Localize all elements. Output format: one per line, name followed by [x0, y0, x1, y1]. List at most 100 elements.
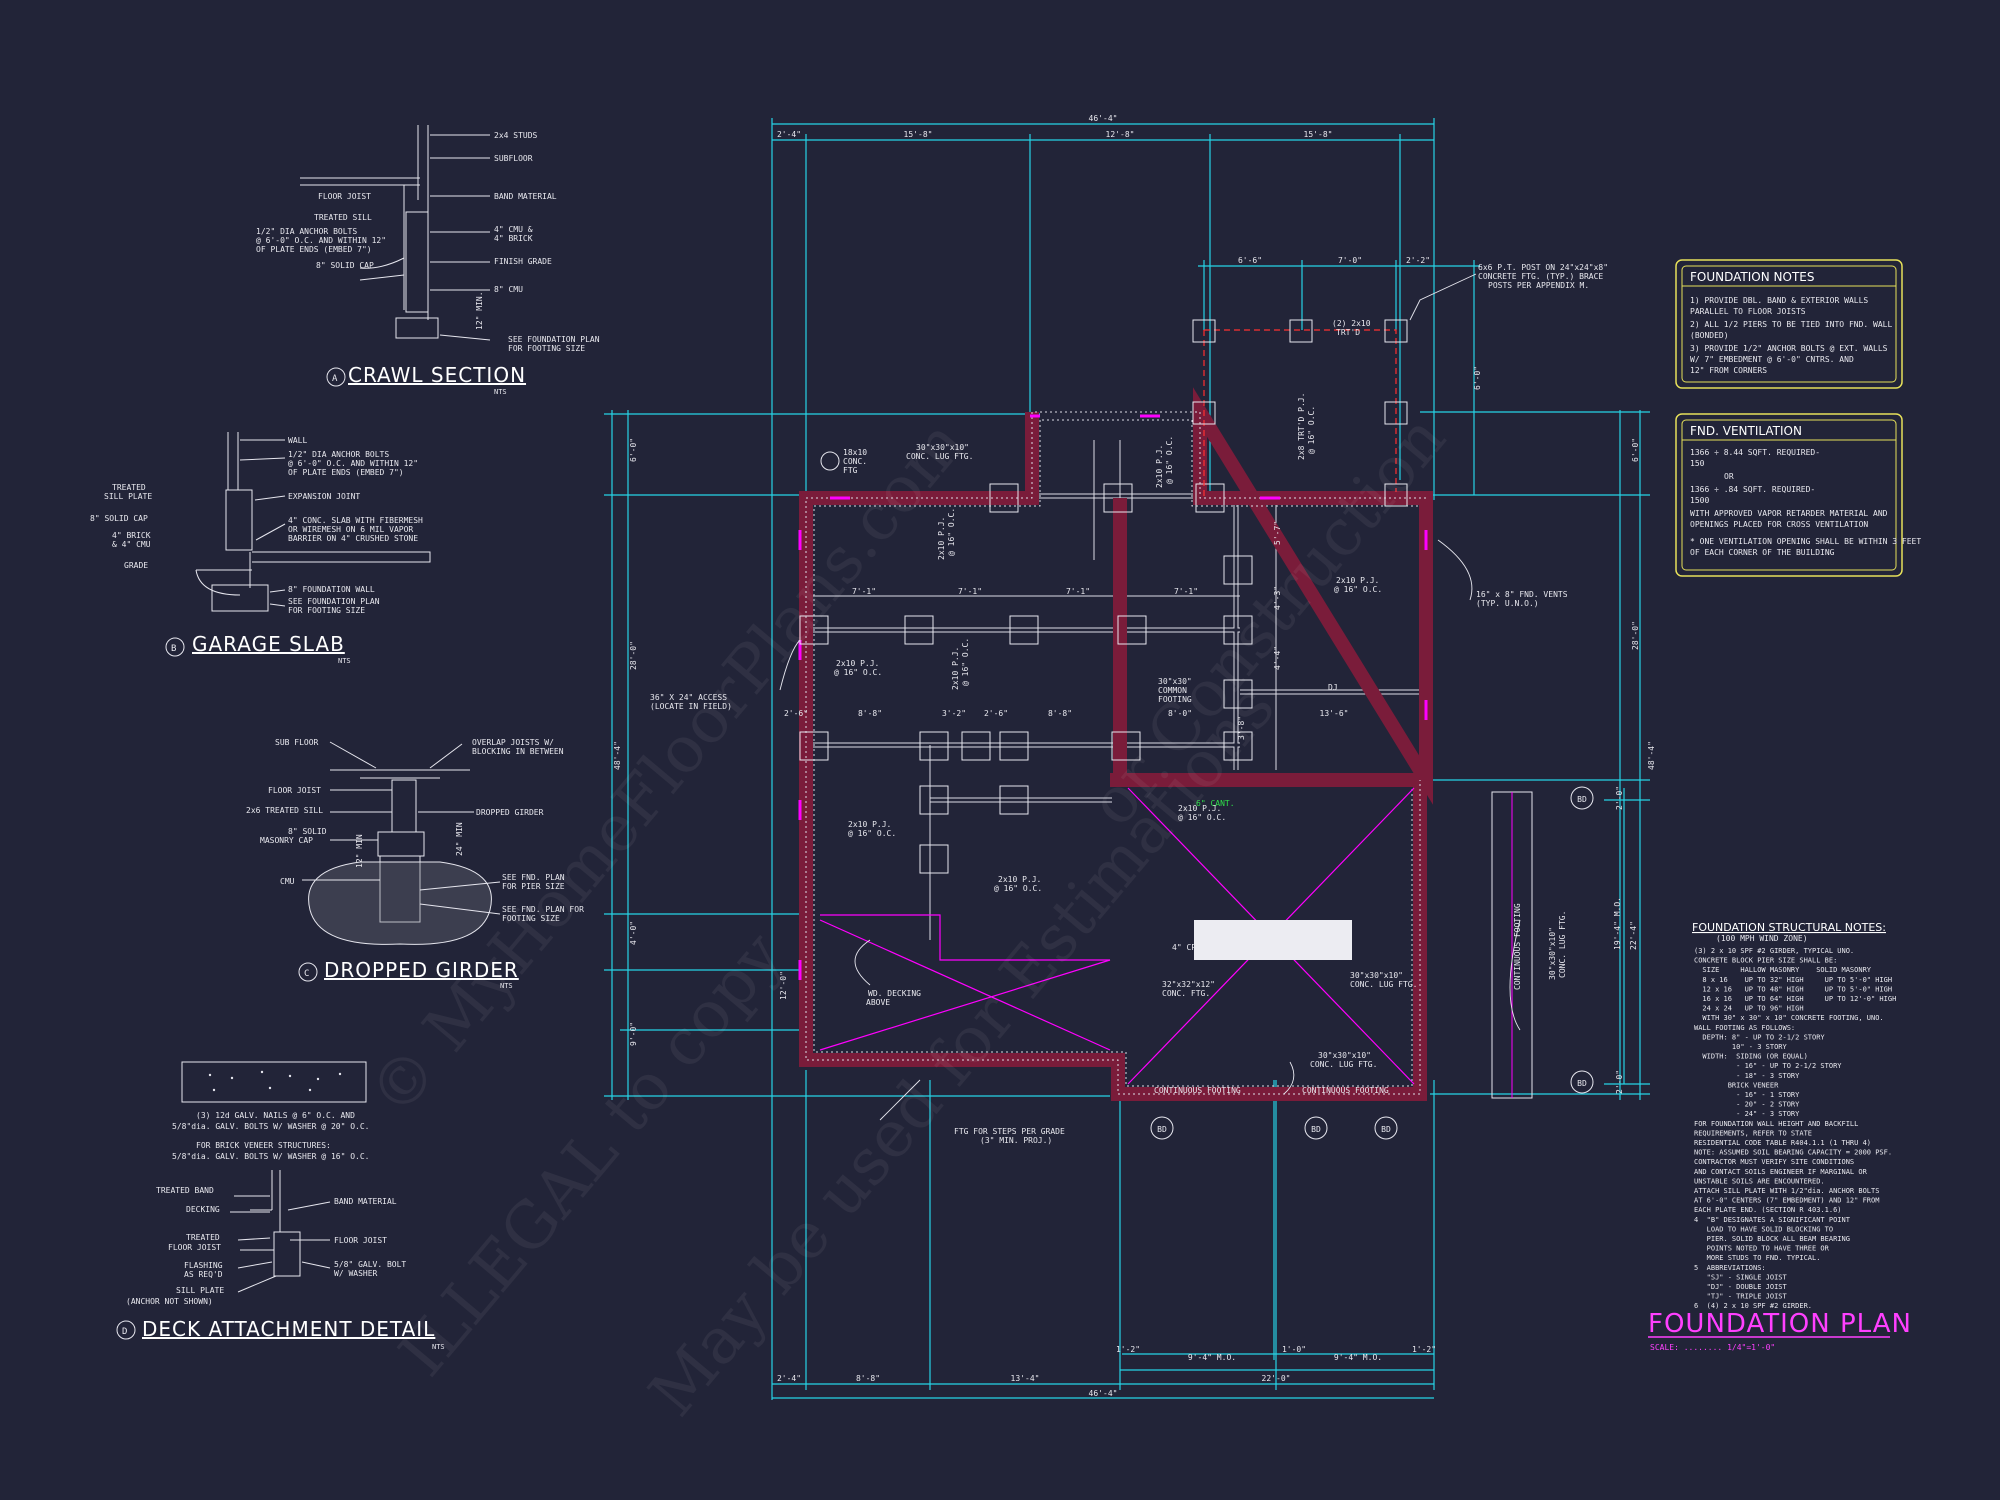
structural-note-line: PIER. SOLID BLOCK ALL BEAM BEARING	[1694, 1235, 1850, 1243]
dim-grid-1c: 7'-1"	[1066, 587, 1090, 596]
crawl-detail-title: CRAWL SECTION	[348, 363, 526, 387]
crawl-label-min: 12" MIN.	[475, 291, 484, 330]
garage-label-sill-plate: SILL PLATE	[104, 492, 152, 501]
crawl-label-anchor-3: OF PLATE ENDS (EMBED 7")	[256, 245, 372, 254]
foundation-notes-title: FOUNDATION NOTES	[1690, 270, 1814, 284]
note-pj-a: 2x10 P.J.	[1155, 445, 1164, 488]
ventilation-note: 1366 ÷ .84 SQFT. REQUIRED-	[1690, 485, 1815, 494]
crawl-detail-nts: NTS	[494, 388, 507, 396]
dim-left-2: 28'-0"	[629, 641, 638, 670]
note-side-cont: CONTINUOUS FOOTING	[1513, 903, 1522, 990]
structural-note-line: WALL FOOTING AS FOLLOWS:	[1694, 1024, 1795, 1032]
garage-label-wall: WALL	[288, 436, 307, 445]
dim-left-overall: 48'-4"	[613, 741, 622, 770]
girder-label-sill: 2x6 TREATED SILL	[246, 806, 323, 815]
detail-deck-attachment: (3) 12d GALV. NAILS @ 6" O.C. AND 5/8"di…	[116, 1061, 445, 1351]
note-18x10-2: CONC.	[843, 457, 867, 466]
structural-note-line: UNSTABLE SOILS ARE ENCOUNTERED.	[1694, 1177, 1825, 1185]
detail-crawl-section: 2x4 STUDS SUBFLOOR FLOOR JOIST BAND MATE…	[256, 125, 600, 396]
note-pj-b2: @ 16" O.C.	[1334, 585, 1382, 594]
note-pj-b: 2x10 P.J.	[1336, 576, 1379, 585]
deck-label-flashing: FLASHING	[184, 1261, 223, 1270]
dim-right-5: 2'-0"	[1615, 786, 1624, 810]
crawl-label-see-plan-1: SEE FOUNDATION PLAN	[508, 335, 600, 344]
note-steps-2: (3" MIN. PROJ.)	[980, 1136, 1052, 1145]
girder-label-solid: 8" SOLID	[288, 827, 327, 836]
structural-note-line: AT 6'-0" CENTERS (7" EMBEDMENT) AND 12" …	[1694, 1197, 1879, 1205]
garage-label-treated: TREATED	[112, 483, 146, 492]
foundation-piers	[799, 483, 1253, 874]
dim-right-3: 28'-0"	[1631, 621, 1640, 650]
note-access-1: 36" X 24" ACCESS	[650, 693, 727, 702]
foundation-vents	[798, 414, 1428, 980]
deck-label-as-reqd: AS REQ'D	[184, 1270, 223, 1279]
note-side-lug-1: 30"x30"x10"	[1548, 927, 1557, 980]
girder-label-12-min: 12" MIN	[355, 834, 364, 868]
dim-top-3: 12'-8"	[1106, 130, 1135, 139]
side-lug-footing	[1491, 791, 1533, 1099]
girder-label-24-min: 24" MIN	[455, 822, 464, 856]
dim-grid-8: 8'-0"	[1168, 709, 1192, 718]
garage-label-brick: 4" BRICK	[112, 531, 151, 540]
dim-garage-2: 9'-4" M.O.	[1188, 1353, 1236, 1362]
note-wd-decking-1: WD. DECKING	[868, 989, 921, 998]
dim-grid-6: 8'-8"	[1048, 709, 1072, 718]
note-pj-c: 2x10 P.J.	[836, 659, 879, 668]
deck-label-decking: DECKING	[186, 1205, 220, 1214]
garage-label-cmu: & 4" CMU	[112, 540, 151, 549]
dim-deck-2: 7'-0"	[1338, 256, 1362, 265]
structural-note-line: - 18" - 3 STORY	[1694, 1072, 1800, 1080]
girder-label-subfloor: SUB FLOOR	[275, 738, 319, 747]
garage-label-anchor-3: OF PLATE ENDS (EMBED 7")	[288, 468, 404, 477]
structural-note-line: CONCRETE BLOCK PIER SIZE SHALL BE:	[1694, 957, 1837, 965]
garage-label-expansion: EXPANSION JOINT	[288, 492, 360, 501]
garage-detail-title: GARAGE SLAB	[192, 632, 345, 656]
dim-right-8: 2'-0"	[1615, 1070, 1624, 1094]
structural-note-line: "DJ" - DOUBLE JOIST	[1694, 1283, 1788, 1291]
deck-label-treated-joist: FLOOR JOIST	[168, 1243, 221, 1252]
copyright-watermark: © MyHomeFloorPlans.com ILLEGAL to copy M…	[356, 402, 1461, 1431]
girder-label-floor-joist: FLOOR JOIST	[268, 786, 321, 795]
structural-note-line: - 20" - 2 STORY	[1694, 1101, 1800, 1109]
plan-scale: SCALE: ........ 1/4"=1'-0"	[1650, 1343, 1775, 1352]
dim-left-5: 9'-0"	[629, 1022, 638, 1046]
dim-left-4: 12'-0"	[779, 971, 788, 1000]
crawl-label-band: BAND MATERIAL	[494, 192, 557, 201]
structural-note-line: CONTRACTOR MUST VERIFY SITE CONDITIONS	[1694, 1158, 1854, 1166]
note-pj-e2: @ 16" O.C.	[961, 638, 970, 686]
garage-detail-letter: B	[171, 644, 177, 654]
deck-label-washer: W/ WASHER	[334, 1269, 378, 1278]
dim-right-6: 19'-4" M.O.	[1613, 897, 1622, 950]
garage-label-slab-2: OR WIREMESH ON 6 MIL VAPOR	[288, 525, 413, 534]
deck-detail-bubble	[116, 1320, 136, 1340]
garage-label-slab-3: BARRIER ON 4" CRUSHED STONE	[288, 534, 418, 543]
dim-grid-3: 8'-8"	[858, 709, 882, 718]
foundation-note: PARALLEL TO FLOOR JOISTS	[1690, 307, 1806, 316]
girder-label-dropped: DROPPED GIRDER	[476, 808, 544, 817]
note-cont-ftg-2: CONTINUOUS FOOTING	[1302, 1086, 1389, 1095]
dim-right-2: 6'-0"	[1473, 366, 1482, 390]
dim-right-7: 22'-4"	[1629, 921, 1638, 950]
detail-garage-slab: WALL 1/2" DIA ANCHOR BOLTS @ 6'-0" O.C. …	[90, 432, 431, 665]
structural-note-line: LOAD TO HAVE SOLID BLOCKING TO	[1694, 1225, 1833, 1233]
structural-note-line: 8 x 16 UP TO 32" HIGH UP TO 5'-0" HIGH	[1694, 976, 1892, 984]
ventilation-notes-box: FND. VENTILATION 1366 ÷ 8.44 SQFT. REQUI…	[1675, 413, 1921, 577]
note-pj-g: 2x10 P.J.	[848, 820, 891, 829]
note-common-3: FOOTING	[1158, 695, 1192, 704]
crawl-detail-bubble	[326, 367, 346, 387]
structural-note-line: WIDTH: SIDING (OR EQUAL)	[1694, 1053, 1808, 1061]
crawl-label-cmu-brick-1: 4" CMU &	[494, 225, 533, 234]
dim-bottom-4: 22'-0"	[1262, 1374, 1291, 1383]
ventilation-note: * ONE VENTILATION OPENING SHALL BE WITHI…	[1690, 537, 1921, 546]
deck-label-band: BAND MATERIAL	[334, 1197, 397, 1206]
ventilation-note: WITH APPROVED VAPOR RETARDER MATERIAL AN…	[1690, 509, 1888, 518]
girder-detail-nts: NTS	[500, 982, 513, 990]
structural-notes-title: FOUNDATION STRUCTURAL NOTES:	[1692, 921, 1886, 934]
dim-deck-3: 2'-2"	[1406, 256, 1430, 265]
detail-dropped-girder: SUB FLOOR OVERLAP JOISTS W/ BLOCKING IN …	[246, 738, 584, 990]
note-lug-2: CONC. LUG FTG.	[906, 452, 973, 461]
foundation-note: 1) PROVIDE DBL. BAND & EXTERIOR WALLS	[1690, 296, 1868, 305]
garage-label-anchor-1: 1/2" DIA ANCHOR BOLTS	[288, 450, 389, 459]
structural-note-line: NOTE: ASSUMED SOIL BEARING CAPACITY = 20…	[1694, 1149, 1892, 1157]
note-vents-1: 16" x 8" FND. VENTS	[1476, 590, 1568, 599]
